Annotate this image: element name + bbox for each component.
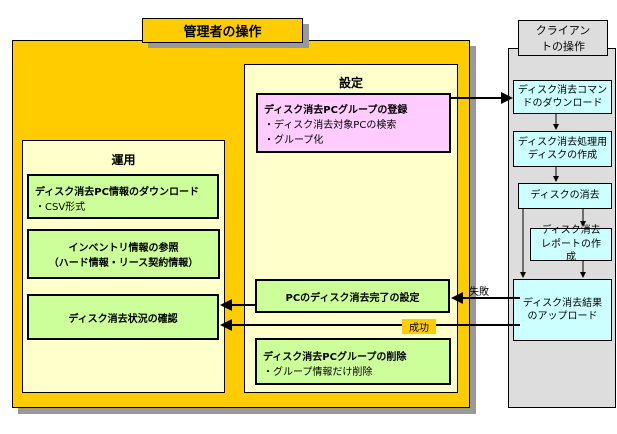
inventory-box[interactable]: インベントリ情報の参照 （ハード情報・リース契約情報） <box>27 229 220 279</box>
client-step-erase[interactable]: ディスクの消去 <box>518 183 612 209</box>
register-title: ディスク消去PCグループの登録 <box>264 105 408 116</box>
complete-setting-box[interactable]: PCのディスク消去完了の設定 <box>255 279 450 313</box>
register-group-box[interactable]: ディスク消去PCグループの登録 ・ディスク消去対象PCの検索 ・グループ化 <box>256 93 451 153</box>
operations-title: 運用 <box>111 153 136 167</box>
status-check-box[interactable]: ディスク消去状況の確認 <box>27 294 219 340</box>
fail-label: 失敗 <box>469 287 489 298</box>
inventory-line: インベントリ情報の参照 <box>68 243 179 254</box>
inventory-line: （ハード情報・リース契約情報） <box>48 258 199 269</box>
pc-info-download-box[interactable]: ディスク消去PC情報のダウンロード ・CSV形式 <box>27 174 219 219</box>
download-title: ディスク消去PC情報のダウンロード <box>35 187 199 198</box>
admin-title: 管理者の操作 <box>142 18 303 43</box>
client-step-create-disk[interactable]: ディスク消去処理用ディスクの作成 <box>513 131 612 167</box>
register-item: ・グループ化 <box>264 135 324 146</box>
client-step-upload[interactable]: ディスク消去結果のアップロード <box>513 279 612 341</box>
client-title: クライアントの操作 <box>518 20 608 56</box>
register-item: ・ディスク消去対象PCの検索 <box>264 120 397 131</box>
settings-title: 設定 <box>338 76 363 90</box>
delete-item: ・グループ情報だけ削除 <box>263 367 373 378</box>
delete-title: ディスク消去PCグループの削除 <box>263 352 407 363</box>
client-step-command-download[interactable]: ディスク消去コマンドのダウンロード <box>513 80 612 114</box>
delete-group-box[interactable]: ディスク消去PCグループの削除 ・グループ情報だけ削除 <box>255 338 451 385</box>
download-item: ・CSV形式 <box>35 202 86 213</box>
success-label: 成功 <box>402 319 436 334</box>
client-step-report[interactable]: ディスク消去レポートの作成 <box>530 225 612 263</box>
